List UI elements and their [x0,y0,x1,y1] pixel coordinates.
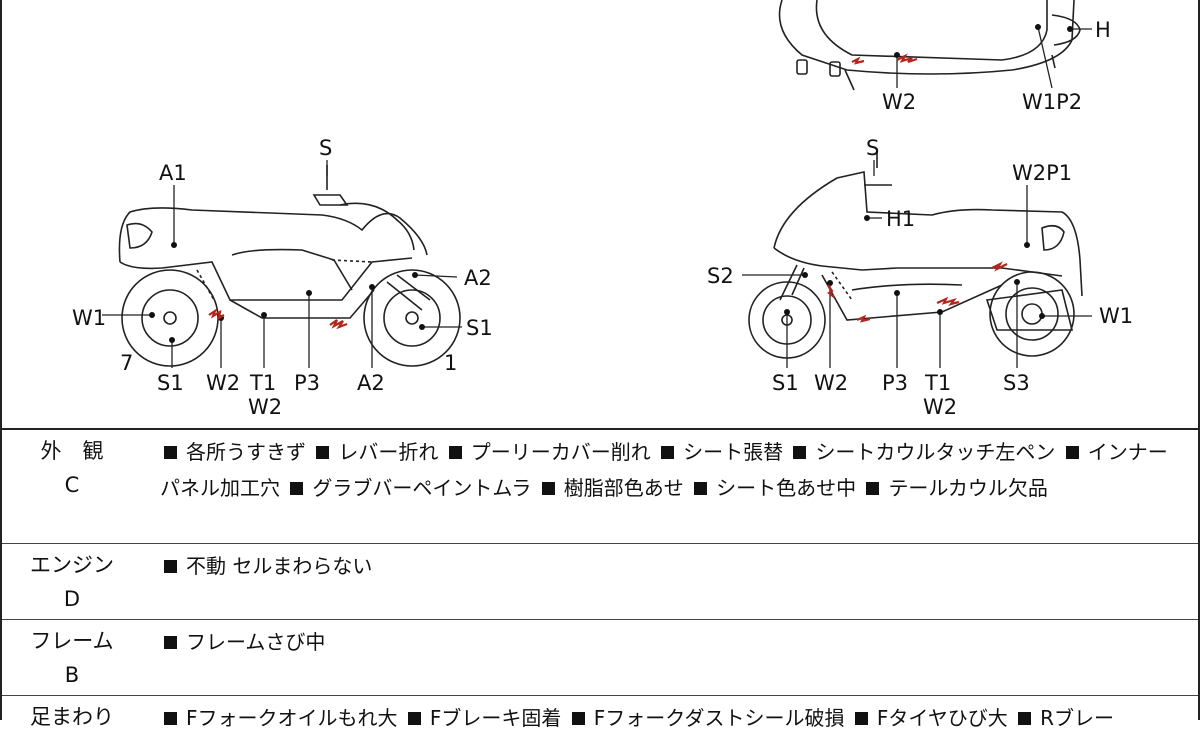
diagram-label: T1 [249,371,276,395]
list-item: プーリーカバー削れ [445,440,651,464]
top-view-drawing [778,0,1081,91]
leader-lines [102,26,1092,368]
diagram-label: H [1095,18,1111,42]
list-item: 樹脂部色あせ [538,476,684,500]
section-frame: フレーム B フレームさび中 [2,620,1198,696]
grade-label: C [64,473,80,497]
list-item: レバー折れ [312,440,438,464]
square-bullet-icon [407,712,421,725]
list-item: 各所うすきず [160,440,306,464]
diagram-label: S3 [1003,371,1030,395]
diagram-label: S2 [707,264,734,288]
section-category: 足まわり [2,696,142,734]
square-bullet-icon [866,482,880,495]
list-item: フレームさび中 [160,630,325,654]
diagram-label-group: H W2 W1P2 S A1 A2 W1 S1 7 1 S1 W2 T1 W2 … [72,18,1133,419]
diagram-label: S1 [466,316,493,340]
damage-marks [208,53,1008,330]
list-item: インナーパネル加工穴 [160,440,1168,500]
section-items: フレームさび中 [160,624,1184,660]
diagram-label: W2P1 [1012,161,1072,185]
diagram-label: S1 [772,371,799,395]
square-bullet-icon [1018,712,1032,725]
scooter-line-drawings: H W2 W1P2 S A1 A2 W1 S1 7 1 S1 W2 T1 W2 … [72,0,1133,419]
square-bullet-icon [164,712,177,725]
list-item: Fフォークダストシール破損 [568,706,844,730]
condition-report-sheet: H W2 W1P2 S A1 A2 W1 S1 7 1 S1 W2 T1 W2 … [0,0,1200,730]
list-item: テールカウル欠品 [862,476,1048,500]
diagram-label: W2 [248,395,282,419]
list-item: Fタイヤひび大 [851,706,1008,730]
scooter-damage-diagram: H W2 W1P2 S A1 A2 W1 S1 7 1 S1 W2 T1 W2 … [2,0,1200,430]
category-label: フレーム [30,629,114,653]
square-bullet-icon [448,446,462,459]
square-bullet-icon [164,636,177,649]
diagram-label: 1 [444,351,457,375]
square-bullet-icon [793,446,807,459]
diagram-label: S [866,136,879,160]
diagram-label: W2 [882,90,916,114]
section-category: フレーム B [2,620,142,692]
marker-dots [149,24,1073,343]
section-suspension: 足まわり Fフォークオイルもれ大 Fブレーキ固着 Fフォークダストシール破損 F… [2,696,1198,756]
square-bullet-icon [164,446,177,459]
diagram-label: W1P2 [1022,90,1082,114]
diagram-label: W1 [1099,304,1133,328]
square-bullet-icon [1065,446,1079,459]
diagram-label: T1 [924,371,951,395]
section-category: エンジン D [2,544,142,616]
section-category: 外 観 C [2,430,142,502]
diagram-label: H1 [886,207,915,231]
square-bullet-icon [316,446,330,459]
diagram-label: S1 [157,371,184,395]
list-item: グラブバーペイントムラ [286,476,531,500]
square-bullet-icon [164,560,177,573]
diagram-label: W2 [923,395,957,419]
square-bullet-icon [290,482,304,495]
list-item: Fブレーキ固着 [404,706,561,730]
list-item: シート張替 [657,440,783,464]
grade-label: D [63,587,81,611]
category-label: エンジン [30,553,114,577]
grade-label: B [64,663,80,687]
list-item: 不動 セルまわらない [160,554,372,578]
square-bullet-icon [854,712,868,725]
diagram-label: A2 [464,266,492,290]
diagram-label: W2 [206,371,240,395]
diagram-label: P3 [294,371,320,395]
diagram-label: P3 [882,371,908,395]
section-exterior: 外 観 C 各所うすきず レバー折れ プーリーカバー削れ シート張替 シートカウ… [2,430,1198,544]
diagram-label: A2 [357,371,385,395]
diagram-label: W1 [72,306,106,330]
square-bullet-icon [661,446,675,459]
list-item: Rブレー [1014,706,1114,730]
diagram-label: W2 [814,371,848,395]
section-items: 不動 セルまわらない [160,548,1184,584]
list-item: シート色あせ中 [690,476,856,500]
list-item: シートカウルタッチ左ペン [789,440,1055,464]
list-item: Fフォークオイルもれ大 [160,706,398,730]
category-label: 外 観 [40,439,104,463]
category-label: 足まわり [30,705,114,729]
diagram-label: 7 [120,351,133,375]
diagram-label: S [319,136,332,160]
square-bullet-icon [541,482,555,495]
diagram-label: A1 [159,161,187,185]
section-items: Fフォークオイルもれ大 Fブレーキ固着 Fフォークダストシール破損 Fタイヤひび… [160,700,1184,736]
square-bullet-icon [571,712,585,725]
square-bullet-icon [694,482,708,495]
section-engine: エンジン D 不動 セルまわらない [2,544,1198,620]
section-items: 各所うすきず レバー折れ プーリーカバー削れ シート張替 シートカウルタッチ左ペ… [160,434,1184,506]
left-side-view-drawing [118,165,461,367]
